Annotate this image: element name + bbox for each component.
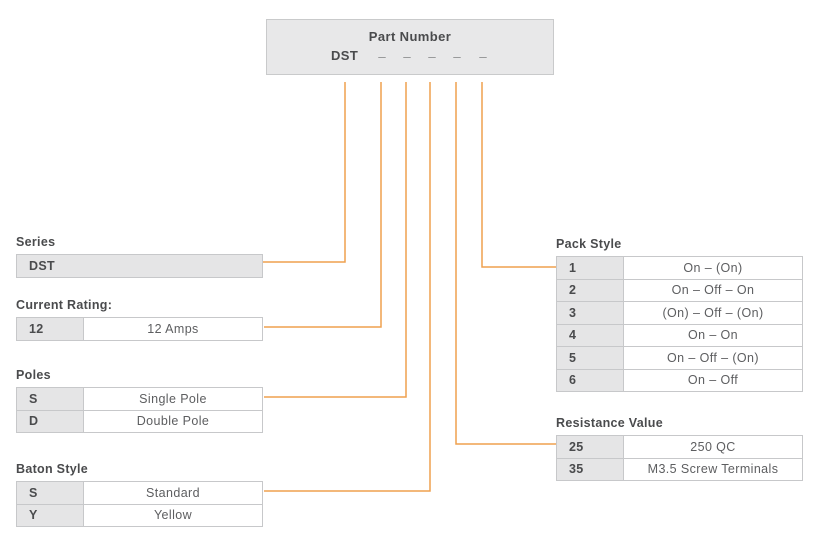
pack-style-label: Pack Style [556,237,622,251]
resistance-value-value: 250 QC [690,439,736,454]
pack-style-value: On – (On) [683,260,743,275]
connector-baton-style [264,82,431,492]
connector-series [263,82,346,263]
baton-style-value: Standard [146,485,200,500]
baton-style-value: Yellow [153,508,193,523]
table-row: 1 On – (On) [556,257,803,280]
resistance-value-value: M3.5 Screw Terminals [647,462,779,477]
table-row: Y Yellow [16,504,263,527]
part-number-blank-3: _ [428,44,436,59]
part-number-box: Part Number DST _ _ _ _ _ [266,19,554,75]
resistance-value-code: 35 [557,458,624,480]
table-row: DST [16,255,263,278]
series-table: DST [16,254,263,278]
poles-code: D [17,410,84,432]
pack-style-code: 2 [557,279,624,301]
connector-resistance-value [455,82,556,445]
pack-style-table: 1 On – (On) 2 On – Off – On 3 (On) – Off… [556,256,803,392]
pack-style-code: 3 [557,302,624,324]
table-row: 2 On – Off – On [556,279,803,302]
series-code: DST [17,255,262,277]
series-label: Series [16,235,56,249]
part-number-blank-4: _ [453,44,461,59]
table-row: S Single Pole [16,388,263,411]
pack-style-value: On – Off – On [671,283,755,298]
resistance-value-label: Resistance Value [556,416,663,430]
baton-style-code: S [17,482,84,504]
connector-pack-style [481,82,556,268]
current-rating-value: 12 Amps [147,321,199,336]
part-number-prefix: DST [331,48,359,63]
part-number-title: Part Number [368,29,452,44]
table-row: 5 On – Off – (On) [556,347,803,370]
pack-style-code: 5 [557,347,624,369]
table-row: S Standard [16,482,263,505]
resistance-value-code: 25 [557,436,624,458]
resistance-value-table: 25 250 QC 35 M3.5 Screw Terminals [556,435,803,481]
current-rating-table: 12 12 Amps [16,317,263,341]
pack-style-value: On – On [687,328,739,343]
table-row: 4 On – On [556,324,803,347]
current-rating-label: Current Rating: [16,298,113,312]
pack-style-code: 1 [557,257,624,279]
table-row: 35 M3.5 Screw Terminals [556,458,803,481]
poles-table: S Single Pole D Double Pole [16,387,263,433]
part-number-blank-1: _ [378,44,386,59]
current-rating-code: 12 [17,318,84,340]
pack-style-code: 6 [557,369,624,391]
pack-style-value: (On) – Off – (On) [662,305,764,320]
connector-poles [264,82,407,398]
part-number-blank-2: _ [403,44,411,59]
table-row: 12 12 Amps [16,318,263,341]
poles-code: S [17,388,84,410]
poles-value: Double Pole [136,414,210,429]
poles-value: Single Pole [139,391,207,406]
table-row: 25 250 QC [556,436,803,459]
table-row: D Double Pole [16,410,263,433]
table-row: 3 (On) – Off – (On) [556,302,803,325]
table-row: 6 On – Off [556,369,803,392]
poles-label: Poles [16,368,51,382]
baton-style-table: S Standard Y Yellow [16,481,263,527]
baton-style-code: Y [17,504,84,526]
pack-style-code: 4 [557,324,624,346]
pack-style-value: On – Off – (On) [667,350,759,365]
connector-current-rating [264,82,382,328]
part-number-blank-5: _ [479,44,487,59]
baton-style-label: Baton Style [16,462,89,476]
pack-style-value: On – Off [687,373,739,388]
